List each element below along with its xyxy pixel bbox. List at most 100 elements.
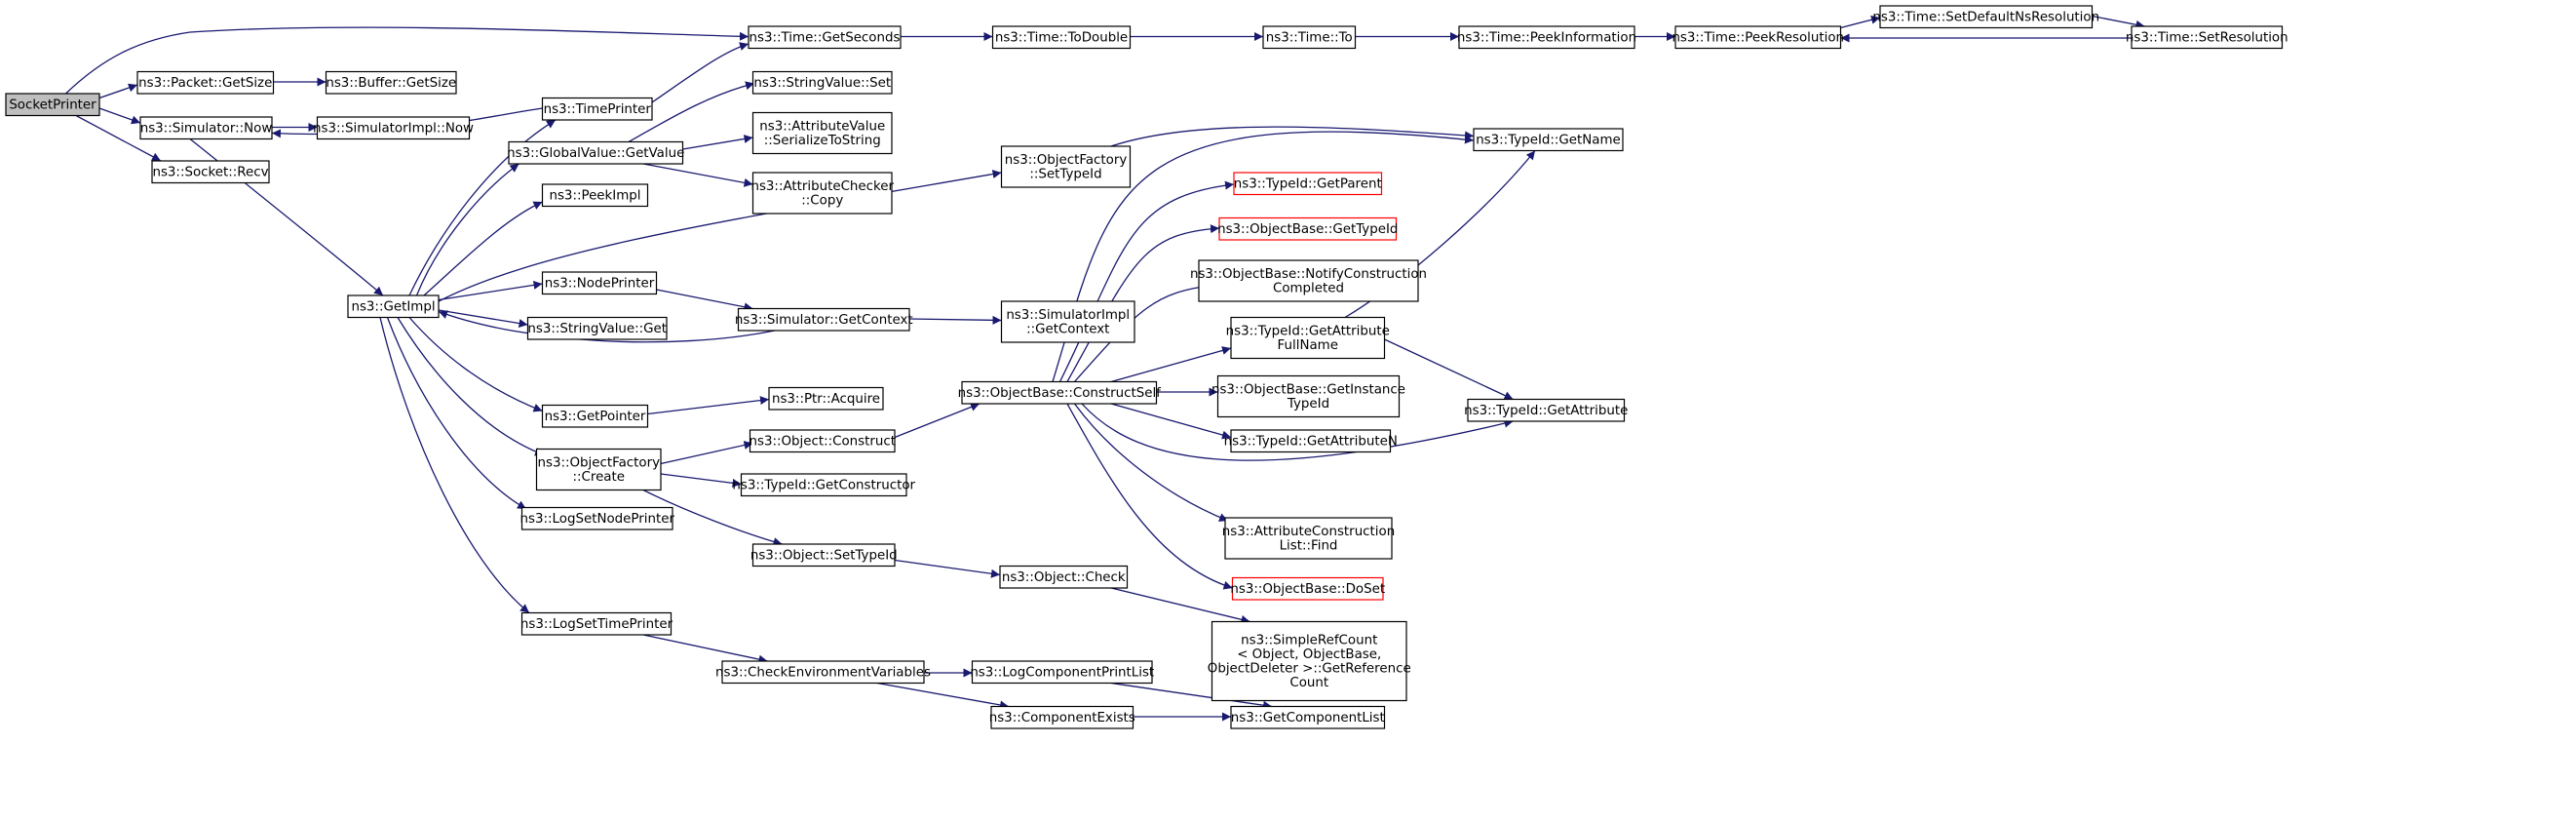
- edge-socketprinter-to-ns3-packet-getsize: [98, 83, 138, 99]
- node-ns3-object-check[interactable]: ns3::Object::Check: [999, 565, 1129, 589]
- edge-ns3-objectfactory-create-to-ns3-object-settypeid: [642, 489, 783, 546]
- node-label: ns3::Time::PeekResolution: [1672, 30, 1844, 45]
- node-ns3-simplerefcount-object-objectbase-objectdeleter-getreference-count[interactable]: ns3::SimpleRefCount< Object, ObjectBase,…: [1208, 620, 1411, 702]
- node-ns3-time-peekresolution[interactable]: ns3::Time::PeekResolution: [1672, 25, 1844, 50]
- node-ns3-attributechecker-copy[interactable]: ns3::AttributeChecker::Copy: [750, 172, 895, 215]
- node-ns3-getpointer[interactable]: ns3::GetPointer: [541, 404, 649, 428]
- node-ns3-globalvalue-getvalue[interactable]: ns3::GlobalValue::GetValue: [507, 140, 684, 165]
- edge-ns3-objectbase-constructself-to-ns3-typeid-getattributen: [1110, 403, 1232, 440]
- node-ns3-time-peekinformation[interactable]: ns3::Time::PeekInformation: [1457, 25, 1636, 50]
- node-ns3-peekimpl[interactable]: ns3::PeekImpl: [541, 183, 649, 208]
- edge-ns3-time-peekresolution-to-ns3-time-setdefaultnsresolution: [1840, 15, 1881, 29]
- node-ns3-simulator-getcontext[interactable]: ns3::Simulator::GetContext: [735, 307, 913, 332]
- node-ns3-time-getseconds[interactable]: ns3::Time::GetSeconds: [748, 25, 902, 50]
- edge-ns3-objectbase-constructself-to-ns3-typeid-getattribute-fullname: [1110, 346, 1232, 383]
- edge-ns3-time-setdefaultnsresolution-to-ns3-time-setresolution: [2092, 15, 2145, 29]
- edge-ns3-getimpl-to-ns3-nodeprinter: [438, 280, 543, 301]
- node-box: [541, 97, 653, 121]
- node-ns3-checkenvironmentvariables[interactable]: ns3::CheckEnvironmentVariables: [715, 660, 931, 685]
- node-ns3-objectbase-gettypeid[interactable]: ns3::ObjectBase::GetTypeId: [1217, 216, 1398, 241]
- node-box: [526, 316, 668, 340]
- node-ns3-object-settypeid[interactable]: ns3::Object::SetTypeId: [750, 543, 898, 568]
- node-ns3-objectbase-doset[interactable]: ns3::ObjectBase::DoSet: [1230, 576, 1385, 601]
- edge-ns3-object-check-to-ns3-simplerefcount-object-objectbase-objectdeleter-getreference-count: [1110, 587, 1250, 624]
- node-ns3-time-setdefaultnsresolution[interactable]: ns3::Time::SetDefaultNsResolution: [1872, 5, 2099, 29]
- edge-ns3-getimpl-to-ns3-objectfactory-settypeid: [438, 170, 1002, 302]
- node-label: ns3::Time::SetResolution: [2126, 30, 2288, 45]
- node-box: [1674, 25, 1842, 50]
- node-ns3-packet-getsize[interactable]: ns3::Packet::GetSize: [136, 70, 275, 95]
- node-ns3-stringvalue-set[interactable]: ns3::StringValue::Set: [751, 70, 893, 95]
- node-ns3-buffer-getsize[interactable]: ns3::Buffer::GetSize: [325, 70, 457, 95]
- edge-ns3-checkenvironmentvariables-to-ns3-componentexists: [876, 682, 1010, 710]
- node-ns3-getimpl[interactable]: ns3::GetImpl: [347, 294, 440, 319]
- node-label: ns3::StringValue::Set: [753, 76, 891, 91]
- node-ns3-logsetnodeprinter[interactable]: ns3::LogSetNodePrinter: [520, 506, 675, 530]
- edge-ns3-getimpl-to-ns3-objectfactory-create: [397, 317, 545, 456]
- node-label: ns3::NodePrinter: [545, 276, 655, 291]
- node-label: ns3::ObjectBase::DoSet: [1230, 582, 1385, 597]
- node-ns3-typeid-getattributen[interactable]: ns3::TypeId::GetAttributeN: [1224, 429, 1398, 453]
- node-box: [5, 93, 100, 117]
- node-ns3-simulatorimpl-getcontext[interactable]: ns3::SimulatorImpl::GetContext: [1000, 300, 1135, 343]
- node-label: ns3::ComponentExists: [989, 711, 1135, 725]
- node-ns3-componentexists[interactable]: ns3::ComponentExists: [989, 705, 1135, 729]
- node-ns3-objectfactory-create[interactable]: ns3::ObjectFactory::Create: [535, 448, 662, 491]
- node-label: ns3::SimulatorImpl: [1006, 308, 1130, 323]
- node-box: [971, 660, 1153, 685]
- node-ns3-time-todouble[interactable]: ns3::Time::ToDouble: [991, 25, 1132, 50]
- node-ns3-typeid-getconstructor[interactable]: ns3::TypeId::GetConstructor: [732, 473, 916, 497]
- node-label: SocketPrinter: [9, 98, 96, 112]
- node-ns3-typeid-getparent[interactable]: ns3::TypeId::GetParent: [1233, 172, 1383, 196]
- edge-ns3-getimpl-to-ns3-logsettimeprinter: [379, 317, 530, 614]
- node-label: ns3::Socket::Recv: [152, 165, 268, 179]
- node-box: [520, 611, 673, 636]
- node-label: ns3::GetComponentList: [1231, 711, 1385, 725]
- node-ns3-simulator-now[interactable]: ns3::Simulator::Now: [139, 116, 273, 140]
- node-ns3-nodeprinter[interactable]: ns3::NodePrinter: [541, 271, 658, 295]
- node-ns3-objectbase-constructself[interactable]: ns3::ObjectBase::ConstructSelf: [958, 380, 1162, 405]
- node-ns3-attributevalue-serializetostring[interactable]: ns3::AttributeValue::SerializeToString: [751, 111, 893, 155]
- edge-socketprinter-to-ns3-simulator-now: [98, 107, 141, 125]
- node-ns3-stringvalue-get[interactable]: ns3::StringValue::Get: [526, 316, 668, 340]
- node-label: ns3::Ptr::Acquire: [772, 392, 880, 407]
- node-ns3-timeprinter[interactable]: ns3::TimePrinter: [541, 97, 653, 121]
- node-box: [740, 473, 907, 497]
- node-ns3-objectfactory-settypeid[interactable]: ns3::ObjectFactory::SetTypeId: [1000, 145, 1132, 188]
- node-ns3-time-setresolution[interactable]: ns3::Time::SetResolution: [2126, 25, 2288, 50]
- edge-ns3-getimpl-to-ns3-timeprinter: [408, 119, 557, 296]
- node-box: [1231, 576, 1384, 601]
- node-ns3-object-construct[interactable]: ns3::Object::Construct: [749, 429, 896, 453]
- node-box: [1233, 172, 1383, 196]
- node-ns3-simulatorimpl-now[interactable]: ns3::SimulatorImpl::Now: [313, 116, 474, 140]
- edge-ns3-objectfactory-create-to-ns3-typeid-getconstructor: [660, 473, 742, 488]
- node-ns3-logcomponentprintlist[interactable]: ns3::LogComponentPrintList: [970, 660, 1154, 685]
- node-label: ns3::ObjectFactory: [537, 455, 660, 470]
- node-label: Completed: [1273, 281, 1344, 295]
- node-box: [748, 25, 902, 50]
- node-box: [508, 140, 684, 165]
- node-label: ns3::Time::To: [1266, 30, 1353, 45]
- node-label: ns3::GlobalValue::GetValue: [507, 146, 684, 161]
- node-box: [1000, 145, 1132, 188]
- node-label: < Object, ObjectBase,: [1237, 647, 1381, 662]
- edge-ns3-objectbase-constructself-to-ns3-objectbase-doset: [1066, 403, 1233, 590]
- node-label: ns3::TypeId::GetAttributeN: [1224, 434, 1398, 449]
- node-ns3-getcomponentlist[interactable]: ns3::GetComponentList: [1230, 705, 1386, 729]
- node-ns3-ptr-acquire[interactable]: ns3::Ptr::Acquire: [768, 386, 884, 411]
- node-box: [751, 70, 893, 95]
- node-ns3-time-to[interactable]: ns3::Time::To: [1262, 25, 1357, 50]
- node-ns3-typeid-getattribute[interactable]: ns3::TypeId::GetAttribute: [1464, 398, 1628, 422]
- node-ns3-logsettimeprinter[interactable]: ns3::LogSetTimePrinter: [520, 611, 673, 636]
- node-box: [961, 380, 1158, 405]
- node-box: [1198, 259, 1419, 302]
- node-label: ns3::Buffer::GetSize: [326, 76, 456, 91]
- edge-ns3-objectbase-constructself-to-ns3-attributeconstruction-list-find: [1073, 403, 1229, 522]
- node-ns3-typeid-getname[interactable]: ns3::TypeId::GetName: [1473, 128, 1624, 152]
- node-ns3-objectbase-notifyconstruction-completed[interactable]: ns3::ObjectBase::NotifyConstructionCompl…: [1190, 259, 1427, 302]
- node-ns3-socket-recv[interactable]: ns3::Socket::Recv: [151, 160, 270, 184]
- node-label: ns3::AttributeConstruction: [1222, 525, 1395, 539]
